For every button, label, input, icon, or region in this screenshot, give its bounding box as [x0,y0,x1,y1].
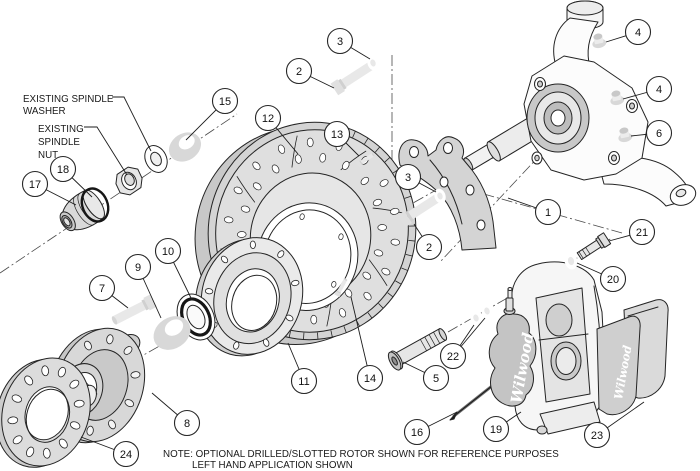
spindle-nut-label-line2: SPINDLE [38,137,80,148]
svg-text:3: 3 [337,36,343,48]
svg-text:14: 14 [364,373,376,385]
svg-text:17: 17 [29,179,41,191]
svg-text:2: 2 [426,242,432,254]
svg-text:23: 23 [591,430,603,442]
outer-bearing [163,126,207,168]
spindle-knuckle [463,0,697,207]
bleeder-screw [503,287,516,315]
callout-12: 12 [254,104,282,132]
svg-text:21: 21 [636,227,648,239]
text-labels: EXISTING SPINDLE WASHER EXISTING SPINDLE… [23,94,559,471]
flange-holes [7,365,85,459]
svg-text:5: 5 [433,373,439,385]
callout-4: 4 [645,75,673,103]
note-line2: LEFT HAND APPLICATION SHOWN [192,460,353,471]
callout-2: 2 [415,233,443,261]
svg-text:20: 20 [607,274,619,286]
svg-text:7: 7 [99,283,105,295]
svg-text:24: 24 [120,449,132,461]
svg-text:8: 8 [184,418,190,430]
callout-2: 2 [285,57,313,85]
caliper-mount-bolt [576,232,612,261]
callout-24: 24 [112,440,140,468]
svg-text:4: 4 [656,84,662,96]
note-line1: NOTE: OPTIONAL DRILLED/SLOTTED ROTOR SHO… [163,449,559,460]
spindle-washer-label-line1: EXISTING SPINDLE [23,94,114,105]
spindle-nut-label-line3: NUT [38,150,58,161]
callout-13: 13 [323,120,351,148]
svg-text:16: 16 [411,427,423,439]
spindle-washer [144,145,168,173]
outer-pad [596,315,641,416]
callout-17: 17 [21,170,49,198]
callout-14: 14 [356,364,384,392]
svg-text:2: 2 [296,66,302,78]
svg-text:6: 6 [656,128,662,140]
dust-cap [59,189,105,232]
svg-text:22: 22 [447,351,459,363]
callout-9: 9 [124,253,152,281]
o-ring [80,187,110,223]
callout-20: 20 [599,265,627,293]
knuckle-lug-holes [531,77,638,165]
svg-text:11: 11 [298,376,309,388]
callout-15: 15 [211,87,239,115]
svg-text:18: 18 [57,164,69,176]
mount-nut-4a [590,32,608,50]
caliper-washer-a [468,309,484,327]
svg-text:12: 12 [262,113,274,125]
callout-18: 18 [49,155,77,183]
callout-21: 21 [628,218,656,246]
callout-3: 3 [394,163,422,191]
callout-11: 11 [290,367,318,395]
caliper-washer-b [479,302,495,320]
rotor-bolt [387,328,448,371]
callout-23: 23 [583,421,611,449]
callout-8: 8 [173,409,201,437]
callout-1: 1 [534,198,562,226]
caliper-piston-lobe [488,313,537,407]
svg-text:13: 13 [331,129,343,141]
callout-19: 19 [482,415,510,443]
caliper: Wilwood [488,261,607,435]
brake-pads: Wilwood [596,299,669,416]
caliper-bracket [398,136,497,251]
callout-22: 22 [439,342,467,370]
callout-10: 10 [154,237,182,265]
callout-6: 6 [645,119,673,147]
spindle-nut [115,166,143,196]
svg-text:4: 4 [635,27,641,39]
svg-text:1: 1 [545,207,551,219]
rotor-adapter [195,237,304,357]
bolt-circle-flange [0,357,91,468]
svg-text:9: 9 [135,262,141,274]
svg-text:15: 15 [219,96,231,108]
svg-text:10: 10 [162,246,174,258]
svg-text:3: 3 [405,172,411,184]
spindle-washer-label-line2: WASHER [23,106,66,117]
callout-5: 5 [422,364,450,392]
callout-7: 7 [88,274,116,302]
spindle-nut-label-line1: EXISTING [38,124,84,135]
callout-3: 3 [326,27,354,55]
svg-text:19: 19 [490,424,502,436]
callout-4: 4 [624,18,652,46]
callout-16: 16 [403,418,431,446]
